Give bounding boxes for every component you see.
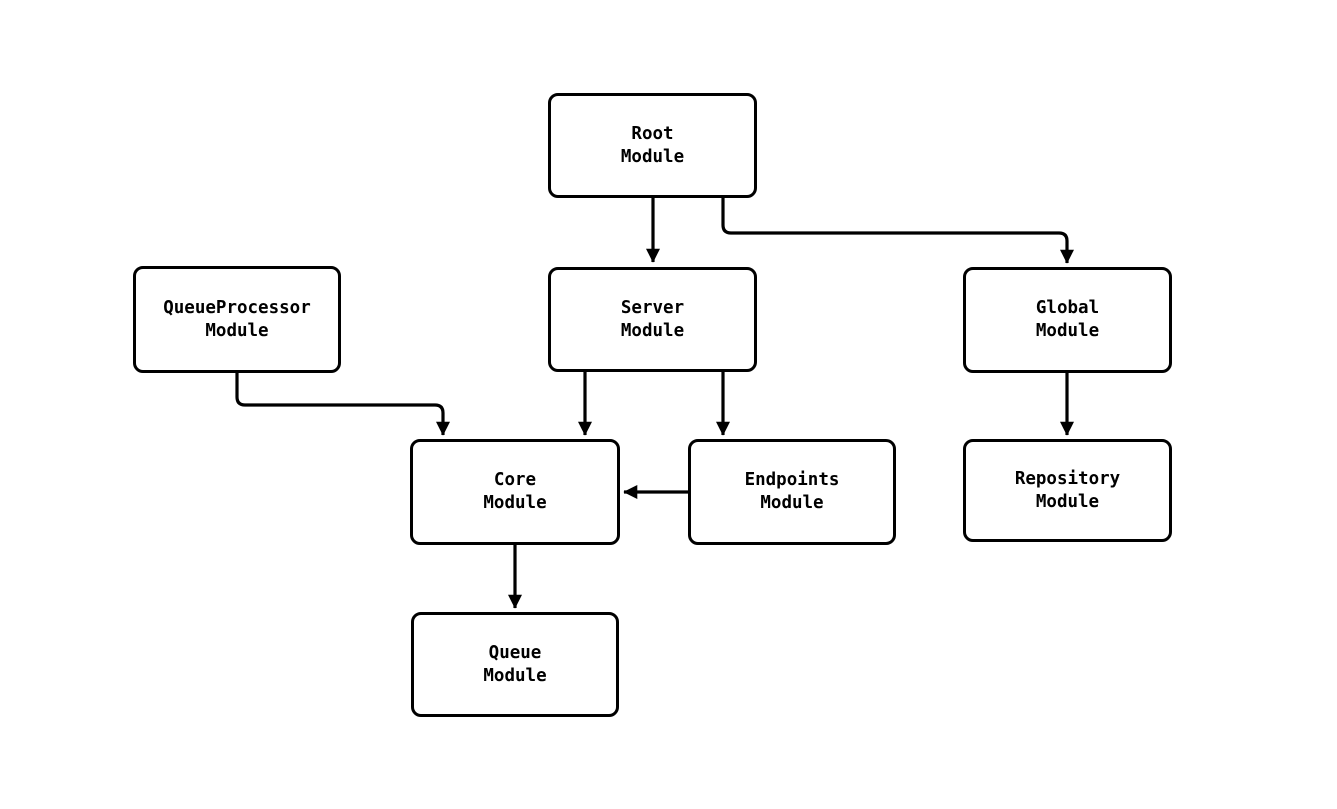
node-root-module-label: Root Module xyxy=(620,123,685,167)
node-core-module-label: Core Module xyxy=(483,470,547,513)
node-endpoints-module-label: Endpoints Module xyxy=(744,470,840,513)
node-endpoints-module[interactable]: Endpoints Module xyxy=(688,439,896,545)
node-repository-module-label: Repository Module xyxy=(1014,468,1121,512)
node-queue-module-label: Queue Module xyxy=(483,642,547,686)
node-server-module-label: Server Module xyxy=(620,297,685,341)
node-global-module[interactable]: Global Module xyxy=(963,267,1172,373)
node-global-module-label: Global Module xyxy=(1035,298,1100,341)
node-queue-module[interactable]: Queue Module xyxy=(411,612,619,717)
node-server-module[interactable]: Server Module xyxy=(548,267,757,372)
edge-root-to-global xyxy=(721,197,1074,264)
node-queueprocessor-module-label: QueueProcessor Module xyxy=(163,297,311,341)
node-root-module[interactable]: Root Module xyxy=(548,93,757,198)
node-queueprocessor-module[interactable]: QueueProcessor Module xyxy=(133,266,341,373)
edge-queueprocessor-to-core xyxy=(235,373,450,436)
node-core-module[interactable]: Core Module xyxy=(410,439,620,545)
node-repository-module[interactable]: Repository Module xyxy=(963,439,1172,542)
